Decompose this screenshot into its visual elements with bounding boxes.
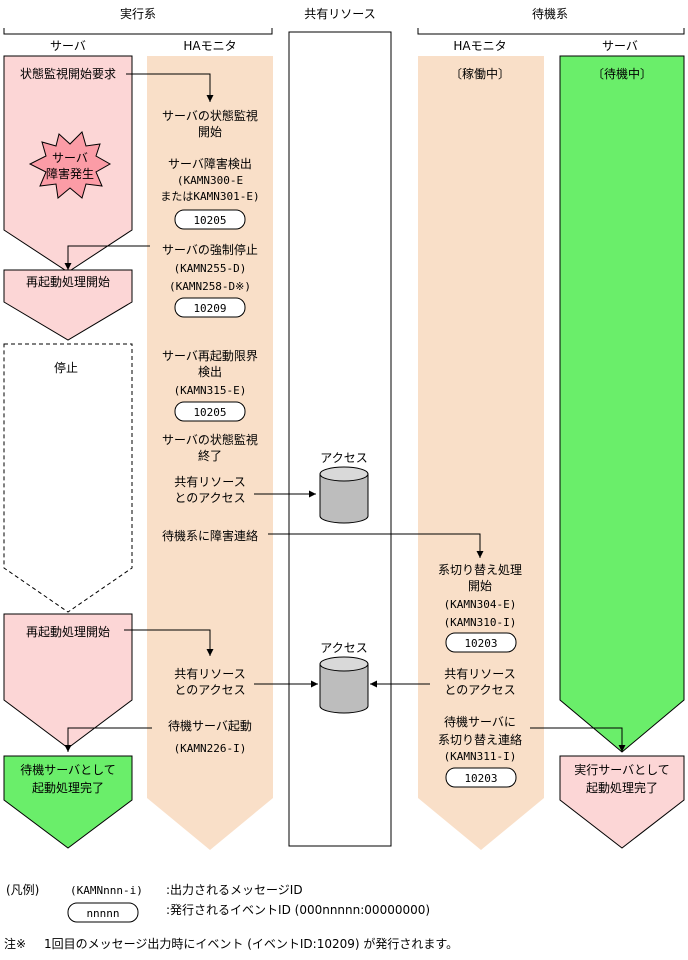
event-badge-10205-a bbox=[174, 209, 246, 230]
restart-limit-line3: (KAMN315-E) bbox=[174, 384, 247, 397]
restart-limit-line2: 検出 bbox=[198, 365, 222, 379]
standby-system-bracket bbox=[417, 28, 685, 35]
switchover-line2: 開始 bbox=[468, 579, 492, 593]
access-label-2: アクセス bbox=[320, 641, 367, 655]
stopped-label: 停止 bbox=[54, 360, 78, 375]
failure-detect-line1: サーバ障害検出 bbox=[168, 156, 252, 171]
restart-start-label-1: 再起動処理開始 bbox=[26, 275, 110, 289]
server-left-header: サーバ bbox=[50, 39, 86, 53]
event-10203-a: 10203 bbox=[464, 637, 497, 650]
disk-icon-2 bbox=[319, 656, 369, 714]
standby-complete-box bbox=[3, 755, 133, 849]
legend-event-sample: nnnnn bbox=[86, 907, 119, 920]
shared-access-2-line2: とのアクセス bbox=[174, 683, 245, 697]
monitor-request-label: 状態監視開始要求 bbox=[20, 66, 116, 81]
shared-access-2-line1: 共有リソース bbox=[174, 667, 245, 681]
event-10209: 10209 bbox=[193, 302, 226, 315]
standby-shared-access-line2: とのアクセス bbox=[444, 683, 515, 697]
arrow-switch-notify bbox=[530, 727, 626, 752]
standby-server-column bbox=[559, 55, 685, 753]
active-system-header: 実行系 bbox=[120, 6, 156, 21]
standby-ha-column bbox=[418, 56, 544, 850]
failure-burst-line1: サーバ bbox=[52, 151, 88, 165]
event-badge-10203-b bbox=[445, 767, 517, 788]
active-system-bracket bbox=[3, 28, 273, 35]
note-text: 1回目のメッセージ出力時にイベント (イベントID:10209) が発行されます… bbox=[44, 936, 458, 951]
active-complete-line1: 実行サーバとして bbox=[574, 762, 670, 777]
restart-limit-line1: サーバ再起動限界 bbox=[162, 349, 258, 363]
legend-event-desc: :発行されるイベントID (000nnnnn:00000000) bbox=[166, 903, 430, 917]
active-complete-box bbox=[559, 755, 685, 849]
switch-notify-line2: 系切り替え連絡 bbox=[438, 732, 522, 747]
monitor-start-line1: サーバの状態監視 bbox=[162, 108, 258, 123]
event-badge-10205-b bbox=[174, 401, 246, 422]
shared-access-1-line1: 共有リソース bbox=[174, 475, 245, 489]
standby-server-status: 〔待機中〕 bbox=[592, 66, 652, 81]
forced-stop-line3: (KAMN258-D※) bbox=[169, 280, 251, 293]
forced-stop-line2: (KAMN255-D) bbox=[174, 262, 247, 275]
legend-event-badge bbox=[67, 902, 139, 923]
ha-monitor-right-header: HAモニタ bbox=[453, 39, 506, 53]
active-server-block-2 bbox=[3, 269, 133, 341]
monitor-start-line2: 開始 bbox=[198, 125, 222, 139]
stopped-block bbox=[3, 343, 133, 613]
standby-complete-line2: 起動処理完了 bbox=[32, 780, 104, 795]
event-badge-10203-a bbox=[445, 632, 517, 653]
failure-burst-icon bbox=[28, 131, 112, 199]
failure-detect-line2: (KAMN300-E bbox=[177, 174, 243, 187]
legend-message-sample: (KAMNnnn-i) bbox=[70, 884, 143, 897]
monitor-end-line1: サーバの状態監視 bbox=[162, 432, 258, 447]
legend-title: (凡例) bbox=[6, 883, 39, 897]
switch-notify-line1: 待機サーバに bbox=[444, 714, 516, 729]
active-ha-column bbox=[147, 56, 273, 850]
standby-boot-line1: 待機サーバ起動 bbox=[168, 718, 252, 733]
event-10203-b: 10203 bbox=[464, 772, 497, 785]
event-10205-a: 10205 bbox=[193, 214, 226, 227]
standby-ha-status: 〔稼働中〕 bbox=[450, 66, 510, 81]
shared-resource-column bbox=[288, 31, 392, 847]
switchover-line3: (KAMN304-E) bbox=[444, 598, 517, 611]
notify-standby-label: 待機系に障害連絡 bbox=[162, 528, 258, 543]
active-server-block-3 bbox=[3, 613, 133, 749]
failure-detect-line3: またはKAMN301-E) bbox=[160, 190, 259, 203]
switchover-line4: (KAMN310-I) bbox=[444, 616, 517, 629]
event-10205-b: 10205 bbox=[193, 406, 226, 419]
forced-stop-line1: サーバの強制停止 bbox=[162, 242, 258, 257]
monitor-end-line2: 終了 bbox=[198, 448, 222, 463]
access-label-1: アクセス bbox=[320, 451, 367, 465]
switch-notify-line3: (KAMN311-I) bbox=[444, 750, 517, 763]
event-badge-10209 bbox=[174, 297, 246, 318]
shared-resource-header: 共有リソース bbox=[304, 7, 375, 21]
standby-shared-access-line1: 共有リソース bbox=[444, 667, 515, 681]
failure-burst-line2: 障害発生 bbox=[46, 166, 94, 181]
shared-access-1-line2: とのアクセス bbox=[174, 491, 245, 505]
legend-message-desc: :出力されるメッセージID bbox=[166, 883, 303, 897]
ha-monitor-left-header: HAモニタ bbox=[183, 39, 236, 53]
restart-start-label-2: 再起動処理開始 bbox=[26, 625, 110, 639]
note-mark: 注※ bbox=[4, 936, 26, 951]
standby-boot-line2: (KAMN226-I) bbox=[174, 742, 247, 755]
arrow-standby-boot bbox=[64, 727, 152, 752]
standby-system-header: 待機系 bbox=[532, 6, 568, 21]
switchover-line1: 系切り替え処理 bbox=[438, 563, 522, 577]
arrow-notify-standby bbox=[268, 533, 484, 558]
disk-icon-1 bbox=[319, 466, 369, 524]
active-complete-line2: 起動処理完了 bbox=[586, 780, 658, 795]
arrow-restart-to-ha bbox=[124, 629, 214, 656]
arrow-monitor-request bbox=[126, 73, 214, 102]
server-right-header: サーバ bbox=[602, 39, 638, 53]
standby-complete-line1: 待機サーバとして bbox=[20, 762, 116, 777]
arrow-forced-stop bbox=[64, 245, 150, 270]
